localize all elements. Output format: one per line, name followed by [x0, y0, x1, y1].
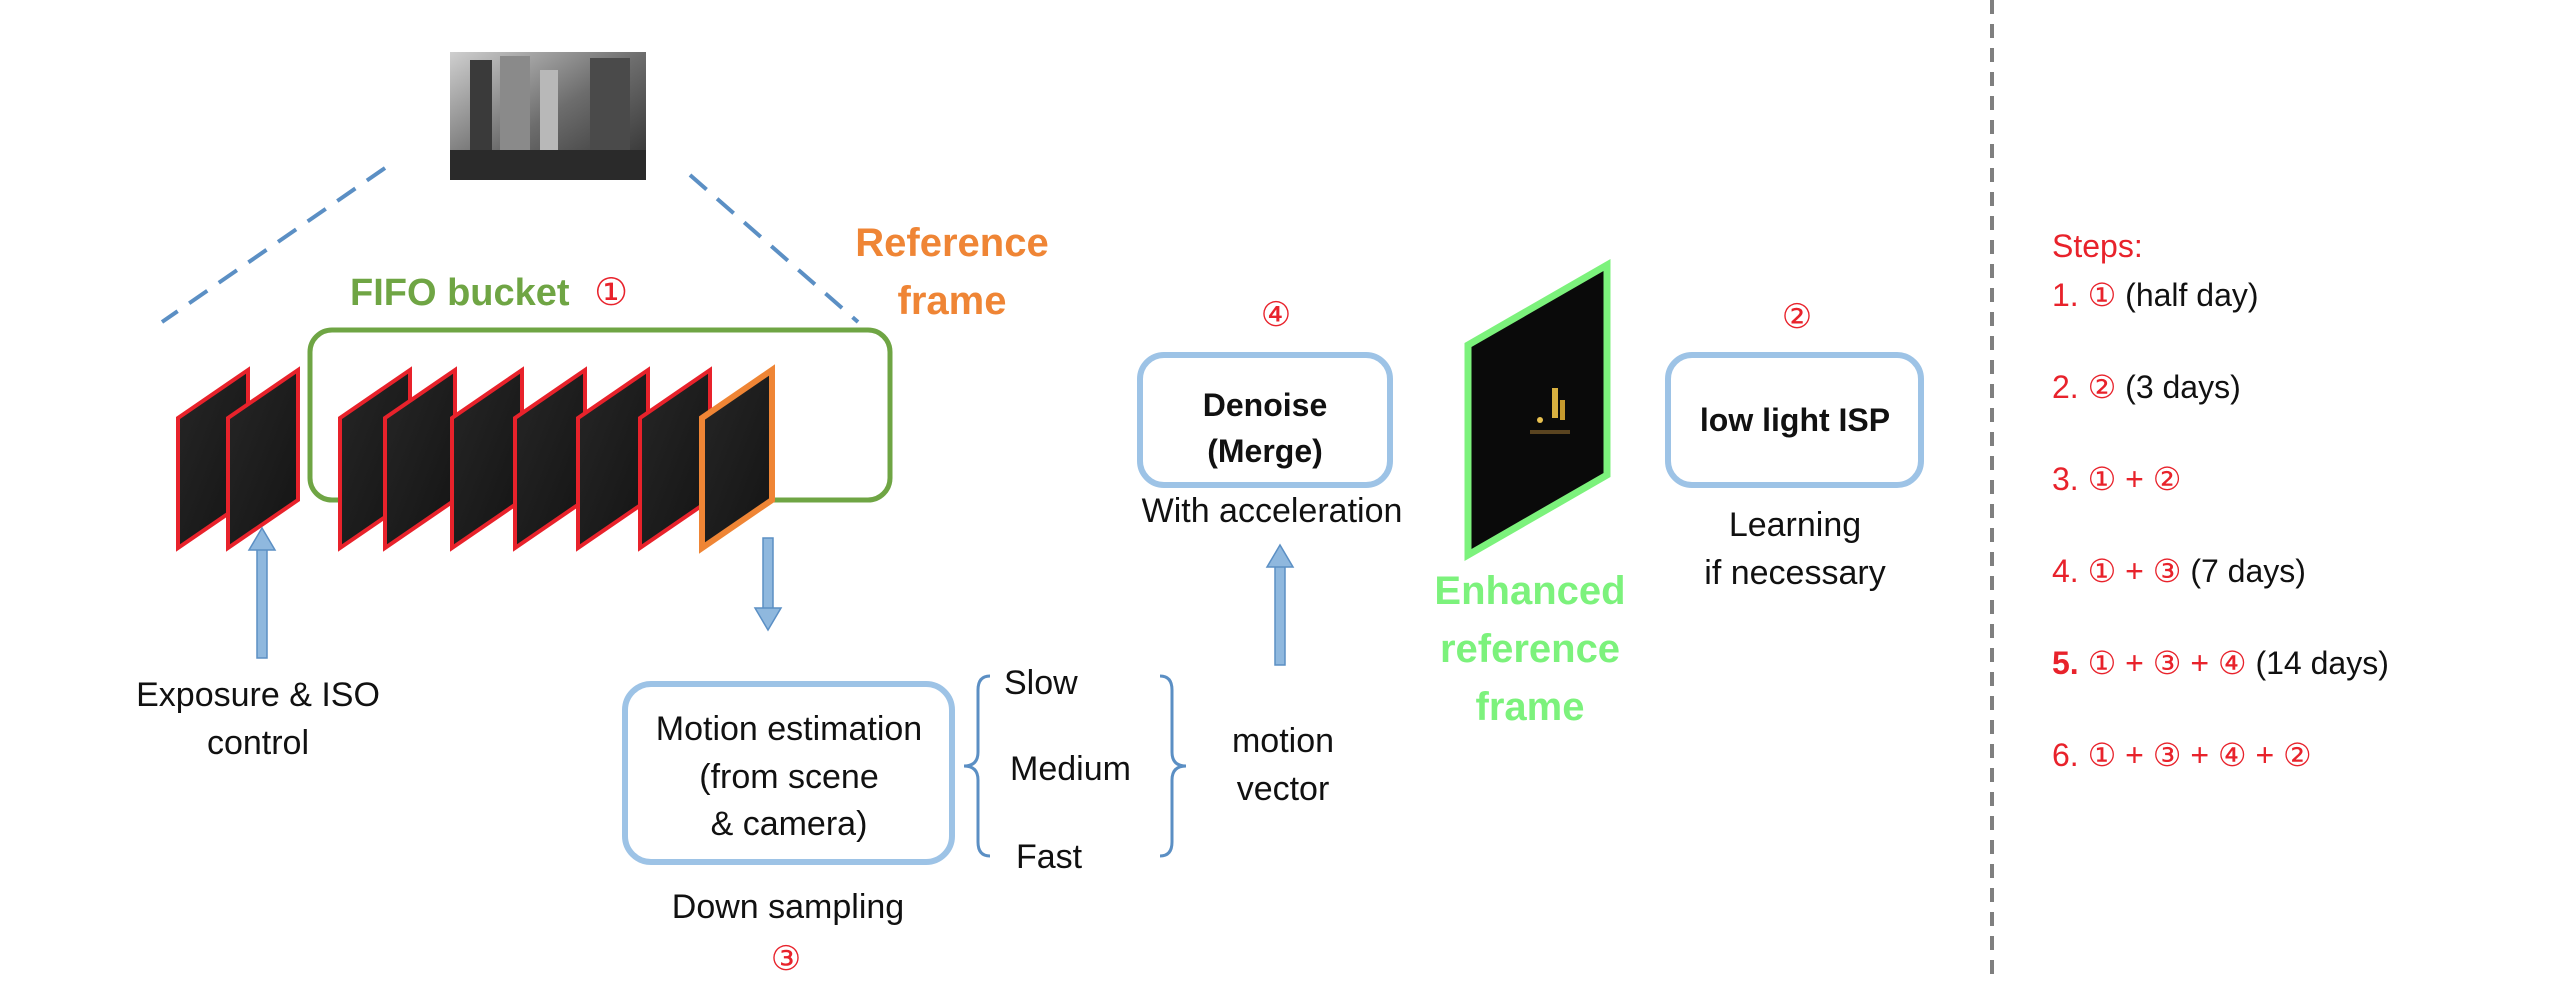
step-combination: ① + ③: [2087, 553, 2182, 589]
marker-3: ③: [770, 940, 802, 978]
step-number: 5.: [2052, 645, 2088, 681]
step-item: 4. ① + ③ (7 days): [2052, 552, 2306, 590]
city-street-photo: [450, 52, 646, 180]
steps-title: Steps:: [2052, 228, 2143, 264]
motion-estimation-box: [622, 681, 955, 865]
perspective-line-left: [160, 166, 387, 324]
exposure-arrow: [247, 526, 277, 659]
motion-estimation-label: Motion estimation (from scene & camera): [655, 710, 923, 844]
marker-2: ②: [1781, 298, 1813, 336]
step-combination: ① + ③ + ④ + ②: [2087, 737, 2312, 773]
fifo-bucket-label: FIFO bucket ①: [350, 272, 629, 314]
step-number: 2.: [2052, 369, 2088, 405]
learning-label: Learning if necessary: [1704, 506, 1886, 592]
step-number: 1.: [2052, 277, 2088, 313]
marker-1: ①: [594, 272, 629, 314]
input-frame: [226, 366, 300, 552]
step-combination: ①: [2087, 277, 2117, 313]
step-duration: (half day): [2116, 277, 2259, 313]
step-item: 1. ① (half day): [2052, 276, 2259, 314]
perspective-line-right: [688, 173, 860, 324]
step-number: 6.: [2052, 737, 2088, 773]
step-combination: ① + ②: [2087, 461, 2182, 497]
step-number: 3.: [2052, 461, 2088, 497]
steps-panel: Steps: 1. ① (half day) 2. ② (3 days) 3. ① …: [2052, 228, 2389, 773]
speed-medium: Medium: [1010, 750, 1131, 788]
step-item: 6. ① + ③ + ④ + ②: [2052, 736, 2312, 774]
left-brace: [963, 674, 991, 858]
down-sampling-label: Down sampling: [671, 888, 905, 926]
step-combination: ②: [2087, 369, 2117, 405]
step-combination: ① + ③ + ④: [2087, 645, 2247, 681]
speed-fast: Fast: [1016, 838, 1083, 876]
input-frame: [450, 366, 524, 552]
step-number: 4.: [2052, 553, 2088, 589]
step-duration: (14 days): [2246, 645, 2389, 681]
with-acceleration-label: With acceleration: [1141, 492, 1403, 530]
enhanced-frame-image: [1464, 258, 1611, 562]
up-arrow-denoise: [1265, 543, 1295, 666]
denoise-label: Denoise (Merge): [1202, 387, 1328, 470]
step-item: 2. ② (3 days): [2052, 368, 2241, 406]
exposure-iso-label: Exposure & ISO control: [136, 676, 380, 762]
input-frame: [513, 366, 587, 552]
step-item: 3. ① + ②: [2052, 460, 2181, 498]
enhanced-reference-label: Enhanced reference frame: [1434, 569, 1626, 729]
input-frame: [576, 366, 650, 552]
low-light-isp-label: low light ISP: [1699, 402, 1891, 438]
step-duration: (7 days): [2181, 553, 2306, 589]
down-arrow-motion: [753, 537, 783, 632]
low-light-isp-box: [1665, 352, 1924, 488]
reference-frame-label: Reference frame: [855, 221, 1049, 323]
denoise-box: [1137, 352, 1393, 488]
motion-vector-label: motion vector: [1231, 722, 1335, 808]
step-duration: (3 days): [2116, 369, 2241, 405]
reference-frame: [699, 364, 775, 554]
speed-slow: Slow: [1004, 664, 1078, 702]
step-item: 5. ① + ③ + ④ (14 days): [2052, 644, 2389, 682]
marker-4: ④: [1260, 296, 1292, 334]
frame-stack: [176, 364, 775, 554]
right-brace: [1159, 674, 1187, 858]
